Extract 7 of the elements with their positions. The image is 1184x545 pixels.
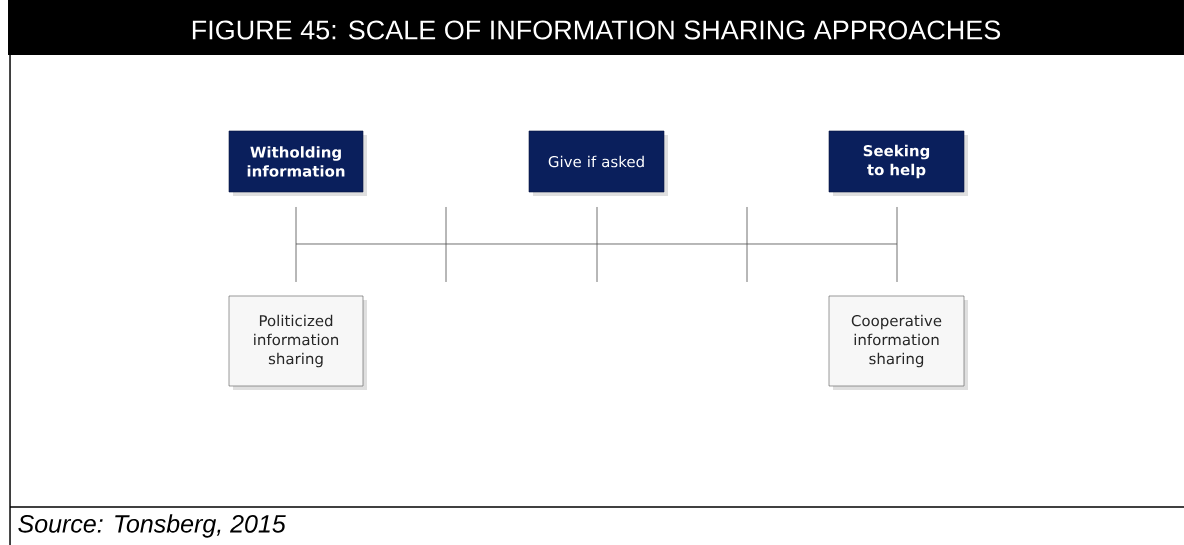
label-box: Seeking to help: [828, 130, 968, 196]
title-bar: FIGURE 45: SCALE OF INFORMATION SHARING APPROACHES: [8, 0, 1184, 55]
description-box: Cooperative information sharing: [828, 295, 968, 390]
source-caption: Source: Tonsberg, 2015: [18, 514, 286, 538]
description-box: Politicized information sharing: [228, 295, 367, 390]
label-box: Witholding information: [228, 130, 367, 196]
label-box: Give if asked: [528, 130, 668, 196]
